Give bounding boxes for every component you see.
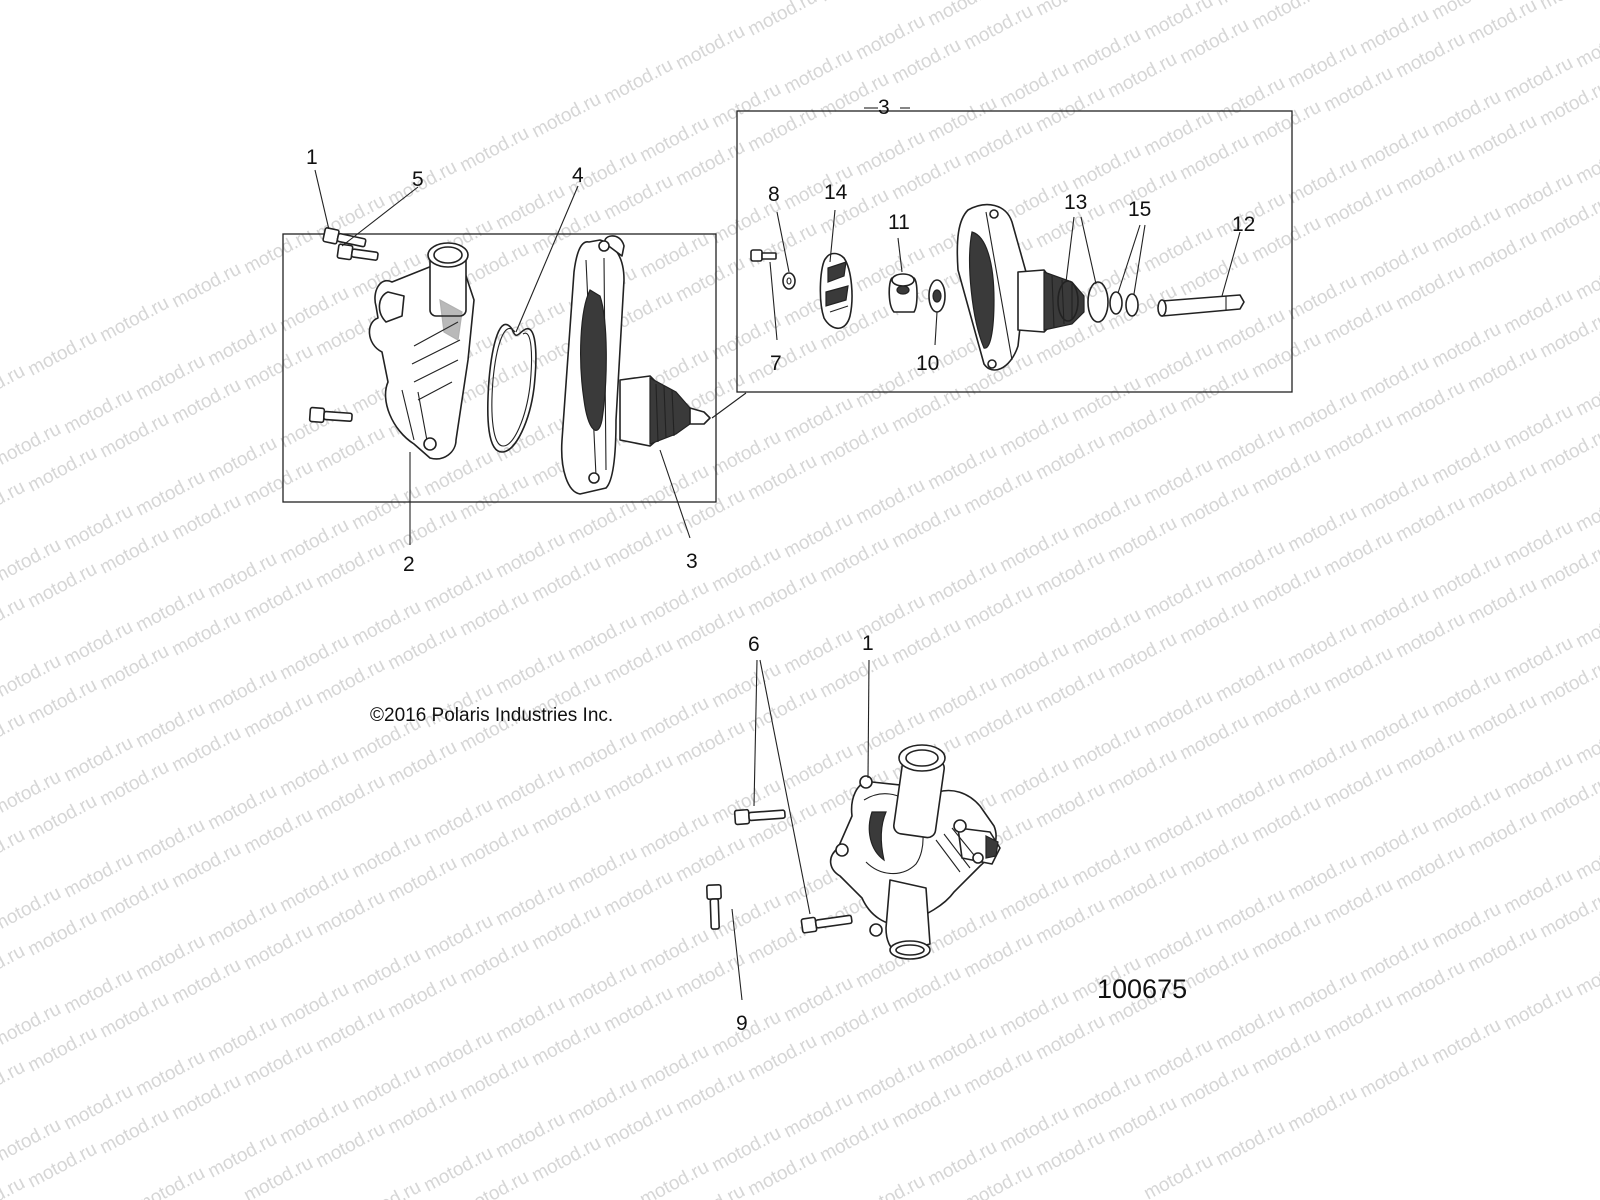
bolt-6-upper bbox=[733, 808, 786, 826]
watermark-text: motod.ru bbox=[816, 0, 892, 6]
watermark-text: motod.ru bbox=[1572, 831, 1600, 885]
callout-8: 8 bbox=[768, 183, 780, 206]
watermark-text: motod.ru bbox=[600, 55, 676, 109]
callout-13: 13 bbox=[1064, 191, 1087, 214]
o-rings-13 bbox=[1057, 280, 1109, 323]
watermark-text: motod.ru bbox=[1536, 0, 1600, 14]
watermark-text: motod.ru bbox=[1572, 947, 1600, 1001]
assembly-box-1 bbox=[282, 233, 717, 503]
callout-6: 6 bbox=[748, 633, 760, 656]
copyright-text: ©2016 Polaris Industries Inc. bbox=[370, 705, 614, 726]
watermark-text: motod.ru bbox=[348, 1177, 424, 1200]
callout-1-top: 1 bbox=[306, 146, 318, 169]
watermark-text: motod.ru bbox=[0, 477, 29, 531]
bolt-5-upper bbox=[322, 227, 367, 248]
watermark-text: motod.ru bbox=[1572, 251, 1600, 305]
callout-1-bottom: 1 bbox=[862, 632, 874, 655]
watermark-text: motod.ru bbox=[1500, 981, 1576, 1035]
watermark-text: motod.ru bbox=[1464, 0, 1540, 48]
pump-housing-2 bbox=[368, 242, 475, 460]
callout-9: 9 bbox=[736, 1012, 748, 1035]
callout-3-box: 3 bbox=[878, 96, 890, 119]
watermark-text: motod.ru bbox=[1572, 715, 1600, 769]
bolt-5-middle bbox=[336, 243, 379, 261]
watermark-text: motod.ru bbox=[1572, 483, 1600, 537]
callout-12: 12 bbox=[1232, 213, 1255, 236]
bolt-5-group bbox=[308, 227, 379, 424]
watermark-text: motod.ru bbox=[24, 327, 100, 381]
watermark-text: motod.ru bbox=[0, 1173, 29, 1200]
watermark-text: motod.ru bbox=[1356, 1049, 1432, 1103]
washer-8 bbox=[782, 272, 796, 290]
callout-15: 15 bbox=[1128, 198, 1151, 221]
watermark-text: motod.ru bbox=[0, 361, 29, 415]
impeller-14 bbox=[819, 252, 853, 330]
watermark-text: motod.ru bbox=[1572, 135, 1600, 189]
watermark-text: motod.ru bbox=[0, 825, 29, 879]
bolt-6-lower bbox=[800, 914, 853, 934]
callout-3-left: 3 bbox=[686, 550, 698, 573]
washer-10 bbox=[928, 279, 946, 313]
watermark-text: motod.ru bbox=[1428, 1015, 1504, 1069]
watermark-text: motod.ru bbox=[0, 941, 29, 995]
pump-body-3 bbox=[956, 203, 1085, 371]
bolt-7 bbox=[750, 249, 777, 262]
callout-2: 2 bbox=[403, 553, 415, 576]
watermark-text: motod.ru bbox=[528, 89, 604, 143]
water-pump-3 bbox=[560, 235, 711, 495]
watermark-text: motod.ru bbox=[1032, 0, 1108, 20]
callout-7: 7 bbox=[770, 352, 782, 375]
watermark-text: motod.ru bbox=[0, 1057, 29, 1111]
shaft-12 bbox=[1157, 294, 1245, 317]
callout-10: 10 bbox=[916, 352, 939, 375]
watermark-text: motod.ru bbox=[96, 293, 172, 347]
assembly-box-3 bbox=[736, 110, 1293, 393]
watermark-text: motod.ru bbox=[636, 1157, 712, 1200]
watermark-text: motod.ru bbox=[744, 0, 820, 40]
watermark-text: motod.ru bbox=[168, 259, 244, 313]
bolt-9 bbox=[705, 884, 722, 930]
watermark-text: motod.ru bbox=[0, 593, 29, 647]
bolt-5-lower bbox=[308, 406, 353, 424]
watermark-text: motod.ru bbox=[1572, 599, 1600, 653]
seal-11 bbox=[888, 273, 918, 313]
callout-14: 14 bbox=[824, 181, 848, 204]
callout-5: 5 bbox=[412, 168, 424, 191]
watermark-text: motod.ru bbox=[1284, 1083, 1360, 1137]
watermark-text: motod.ru bbox=[672, 21, 748, 75]
figure-number: 100675 bbox=[1097, 974, 1188, 1004]
watermark-text: motod.ru bbox=[132, 1163, 208, 1200]
callout-11: 11 bbox=[888, 211, 910, 234]
watermark-text: motod.ru bbox=[1140, 1151, 1216, 1200]
watermark-text: motod.ru bbox=[1248, 0, 1324, 34]
callout-4: 4 bbox=[572, 164, 584, 187]
watermark-text: motod.ru bbox=[1572, 367, 1600, 421]
rings-15 bbox=[1109, 291, 1139, 317]
watermark-text: motod.ru bbox=[1572, 19, 1600, 73]
gasket-4 bbox=[487, 323, 537, 453]
watermark-text: motod.ru bbox=[456, 123, 532, 177]
watermark-text: motod.ru bbox=[0, 709, 29, 763]
assembled-pump-1 bbox=[829, 744, 1001, 960]
watermark-text: motod.ru bbox=[852, 1171, 928, 1200]
watermark-text: motod.ru bbox=[240, 225, 316, 279]
watermark-text: motod.ru bbox=[1212, 1117, 1288, 1171]
